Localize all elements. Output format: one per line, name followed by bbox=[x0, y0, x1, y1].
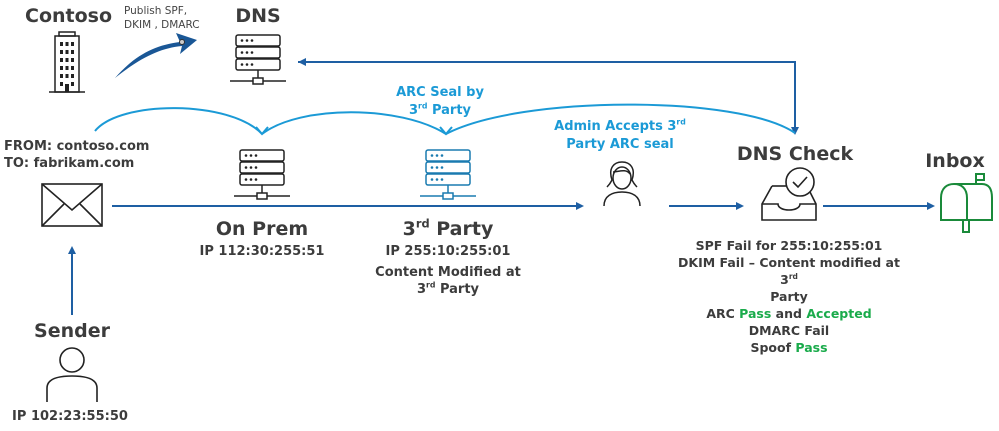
admin-person-icon bbox=[603, 161, 641, 207]
result-arc-label: ARC bbox=[706, 306, 740, 321]
thirdparty-server-icon bbox=[420, 149, 476, 200]
onprem-server-icon bbox=[234, 149, 290, 200]
admin-label-text: Admin Accepts 3 bbox=[554, 119, 677, 134]
dns-server-icon bbox=[230, 34, 286, 85]
admin-label: Admin Accepts 3rd Party ARC seal bbox=[540, 118, 700, 154]
admin-label-line2: Party ARC seal bbox=[566, 137, 674, 152]
onprem-title: On Prem bbox=[215, 218, 309, 240]
arc-seal-label: ARC Seal by 3rd Party bbox=[380, 84, 500, 120]
result-arc: ARC Pass and Accepted bbox=[670, 305, 908, 322]
result-dkim-sup: rd bbox=[788, 271, 798, 281]
admin-label-line1: Admin Accepts 3rd bbox=[540, 118, 700, 136]
arc-curve-thirdparty-to-dnscheck bbox=[445, 103, 796, 135]
inbox-title: Inbox bbox=[925, 150, 985, 172]
arc-curve-message-to-onprem bbox=[94, 107, 263, 135]
thirdparty-title-num: 3 bbox=[402, 218, 416, 240]
publish-label-line2: DKIM , DMARC bbox=[124, 19, 200, 31]
result-spf: SPF Fail for 255:10:255:01 bbox=[695, 238, 883, 253]
arc-seal-num: 3 bbox=[408, 103, 419, 118]
publish-label-line1: Publish SPF, bbox=[124, 5, 188, 17]
publish-arrow bbox=[115, 33, 197, 78]
sender-person-icon bbox=[46, 347, 98, 402]
arc-seal-rest: Party bbox=[427, 103, 472, 118]
message-from: FROM: contoso.com bbox=[4, 139, 150, 154]
thirdparty-ip: IP 255:10:255:01 bbox=[385, 244, 511, 259]
dns-lookup-connector bbox=[298, 61, 799, 135]
building-icon bbox=[49, 31, 85, 93]
arc-arrowhead-onprem bbox=[255, 126, 269, 136]
thirdparty-note: Content Modified at 3rd Party bbox=[360, 264, 536, 298]
thirdparty-title: 3rd Party bbox=[380, 218, 516, 240]
arc-curve-onprem-to-thirdparty bbox=[261, 111, 447, 135]
dnscheck-results: SPF Fail for 255:10:255:01 DKIM Fail – C… bbox=[670, 237, 908, 356]
arc-seal-line2: 3rd Party bbox=[380, 102, 500, 120]
contoso-title: Contoso bbox=[25, 5, 113, 27]
result-arc-pass-badge: Pass bbox=[739, 306, 772, 321]
dnscheck-title: DNS Check bbox=[736, 143, 854, 165]
publish-arrow-dot bbox=[179, 39, 185, 45]
thirdparty-note-line1: Content Modified at bbox=[375, 265, 521, 280]
message-to: TO: fabrikam.com bbox=[4, 156, 135, 171]
result-spoof: Spoof Pass bbox=[670, 339, 908, 356]
mailbox-icon bbox=[940, 173, 993, 233]
result-spoof-pass-badge: Pass bbox=[795, 340, 828, 355]
dns-title: DNS bbox=[235, 5, 281, 27]
result-dkim: DKIM Fail – Content modified at 3rd bbox=[670, 254, 908, 288]
arc-seal-line1: ARC Seal by bbox=[396, 85, 484, 100]
result-arc-mid: and bbox=[771, 306, 807, 321]
result-dkim-line2: Party bbox=[770, 289, 808, 304]
sender-title: Sender bbox=[34, 320, 110, 342]
thirdparty-title-sup: rd bbox=[415, 216, 430, 231]
publish-label: Publish SPF, DKIM , DMARC bbox=[124, 4, 214, 32]
thirdparty-title-rest: Party bbox=[429, 218, 494, 240]
inbox-check-icon bbox=[761, 167, 817, 221]
thirdparty-note-line2: 3rd Party bbox=[360, 281, 536, 298]
thirdparty-note-num: 3 bbox=[416, 282, 427, 297]
admin-label-sup: rd bbox=[676, 117, 686, 127]
thirdparty-note-sup: rd bbox=[426, 280, 436, 290]
arc-seal-sup: rd bbox=[418, 101, 428, 111]
message-headers: FROM: contoso.com TO: fabrikam.com bbox=[4, 138, 149, 172]
arc-arrowhead-thirdparty bbox=[439, 126, 453, 136]
result-spoof-label: Spoof bbox=[750, 340, 796, 355]
result-dkim-text: DKIM Fail – Content modified at 3 bbox=[678, 255, 900, 287]
envelope-icon bbox=[41, 183, 103, 227]
thirdparty-note-rest: Party bbox=[435, 282, 480, 297]
dns-lookup-arrowhead-start bbox=[298, 58, 306, 66]
onprem-ip: IP 112:30:255:51 bbox=[199, 244, 325, 259]
result-arc-accepted-badge: Accepted bbox=[806, 306, 872, 321]
sender-ip: IP 102:23:55:50 bbox=[12, 409, 128, 424]
result-dmarc: DMARC Fail bbox=[748, 323, 830, 338]
